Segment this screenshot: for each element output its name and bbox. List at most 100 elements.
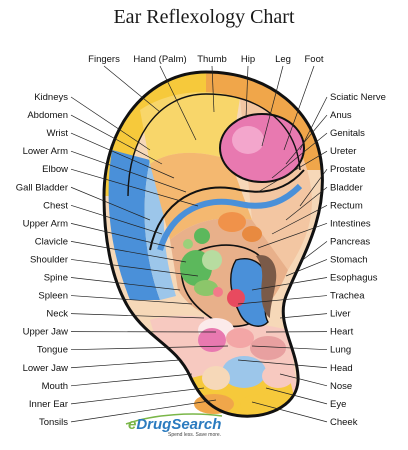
label-prostate: Prostate xyxy=(330,164,365,175)
green-zone-1 xyxy=(194,228,210,244)
label-anus: Anus xyxy=(330,110,352,121)
leader-foot xyxy=(283,65,315,151)
lobe-pink-zone xyxy=(198,328,226,352)
label-clavicle: Clavicle xyxy=(35,236,68,247)
label-leg: Leg xyxy=(275,54,291,65)
leader-upper-arm xyxy=(70,223,175,249)
leader-lower-jaw xyxy=(70,359,181,369)
leader-prostate xyxy=(299,168,328,207)
label-upper-jaw: Upper Jaw xyxy=(23,327,69,338)
tragus xyxy=(256,255,277,318)
leader-intestines xyxy=(257,223,328,249)
leader-mouth xyxy=(70,373,193,387)
label-kidneys: Kidneys xyxy=(34,92,68,103)
label-foot: Foot xyxy=(304,54,323,65)
leader-lines xyxy=(70,65,328,423)
leader-abdomen xyxy=(70,114,163,165)
label-shoulder: Shoulder xyxy=(30,254,68,265)
label-upper-arm: Upper Arm xyxy=(23,218,68,229)
leader-sciatic-nerve xyxy=(299,96,328,151)
label-mouth: Mouth xyxy=(42,381,68,392)
label-spine: Spine xyxy=(44,273,68,284)
label-lower-jaw: Lower Jaw xyxy=(23,363,69,374)
label-inner-ear: Inner Ear xyxy=(29,399,68,410)
leader-pancreas xyxy=(299,241,328,263)
leader-stomach xyxy=(285,259,328,277)
label-elbow: Elbow xyxy=(42,164,68,175)
leader-hand-palm xyxy=(159,65,197,141)
label-heart: Heart xyxy=(330,327,354,338)
green-zone-2 xyxy=(183,239,193,249)
leader-esophagus xyxy=(251,277,328,291)
label-liver: Liver xyxy=(330,309,351,320)
label-genitals: Genitals xyxy=(330,128,365,139)
label-tonsils: Tonsils xyxy=(39,417,68,428)
leader-head xyxy=(237,359,328,369)
leader-lung xyxy=(251,345,328,351)
label-tongue: Tongue xyxy=(37,345,68,356)
label-spleen: Spleen xyxy=(38,291,68,302)
label-fingers: Fingers xyxy=(88,54,120,65)
label-head: Head xyxy=(330,363,353,374)
label-ureter: Ureter xyxy=(330,146,356,157)
leader-ureter xyxy=(257,150,328,193)
label-lower-arm: Lower Arm xyxy=(23,146,68,157)
label-cheek: Cheek xyxy=(330,417,358,428)
label-hip: Hip xyxy=(241,54,255,65)
label-bladder: Bladder xyxy=(330,182,363,193)
leader-shoulder xyxy=(70,259,199,277)
label-eye: Eye xyxy=(330,399,346,410)
leader-rectum xyxy=(271,204,328,235)
leader-anus xyxy=(285,114,328,165)
leader-lower-arm xyxy=(70,150,187,193)
label-esophagus: Esophagus xyxy=(330,273,378,284)
hip-leg-zone xyxy=(219,113,305,183)
label-chest: Chest xyxy=(43,200,68,211)
label-stomach: Stomach xyxy=(330,254,368,265)
leader-trachea xyxy=(237,295,328,305)
leader-genitals xyxy=(271,132,328,179)
leader-neck xyxy=(70,313,205,319)
label-gall-bladder: Gall Bladder xyxy=(16,182,68,193)
label-pancreas: Pancreas xyxy=(330,236,370,247)
red-zone-1 xyxy=(227,289,245,307)
leader-liver xyxy=(279,313,328,319)
leader-tongue xyxy=(70,345,229,351)
leader-spleen xyxy=(70,295,193,305)
leader-nose xyxy=(279,373,328,387)
antihelix-curve xyxy=(149,169,305,251)
leader-chest xyxy=(70,204,163,235)
label-abdomen: Abdomen xyxy=(27,110,68,121)
leader-spine xyxy=(70,277,181,291)
label-trachea: Trachea xyxy=(330,291,365,302)
labels: Fingers Hand (Palm) Thumb Hip Leg FootKidneys… xyxy=(16,54,386,428)
brand-logo: eDrugSearch xyxy=(128,416,222,433)
leader-inner-ear xyxy=(70,387,205,405)
leader-bladder xyxy=(285,186,328,221)
label-thumb: Thumb xyxy=(197,54,227,65)
ear-outline xyxy=(102,70,324,418)
label-sciatic-nerve: Sciatic Nerve xyxy=(330,92,386,103)
lobe-blue-zone xyxy=(222,356,266,388)
leader-gall-bladder xyxy=(70,186,151,221)
leader-thumb xyxy=(211,65,215,113)
leader-hip xyxy=(245,65,249,119)
leader-tonsils xyxy=(70,399,217,423)
leader-elbow xyxy=(70,168,199,207)
label-intestines: Intestines xyxy=(330,218,371,229)
label-rectum: Rectum xyxy=(330,200,363,211)
leader-cheek xyxy=(251,401,328,423)
label-lung: Lung xyxy=(330,345,351,356)
label-hand-palm: Hand (Palm) xyxy=(133,54,186,65)
leader-clavicle xyxy=(70,241,187,263)
label-nose: Nose xyxy=(330,381,352,392)
leader-kidneys xyxy=(70,96,151,151)
brand-tagline: Spend less. Save more. xyxy=(168,432,222,438)
brand-swoosh xyxy=(125,413,223,425)
leader-wrist xyxy=(70,132,175,179)
label-neck: Neck xyxy=(46,309,68,320)
leader-leg xyxy=(261,65,284,147)
leader-eye xyxy=(265,387,328,405)
chart-title: Ear Reflexology Chart xyxy=(113,6,295,28)
